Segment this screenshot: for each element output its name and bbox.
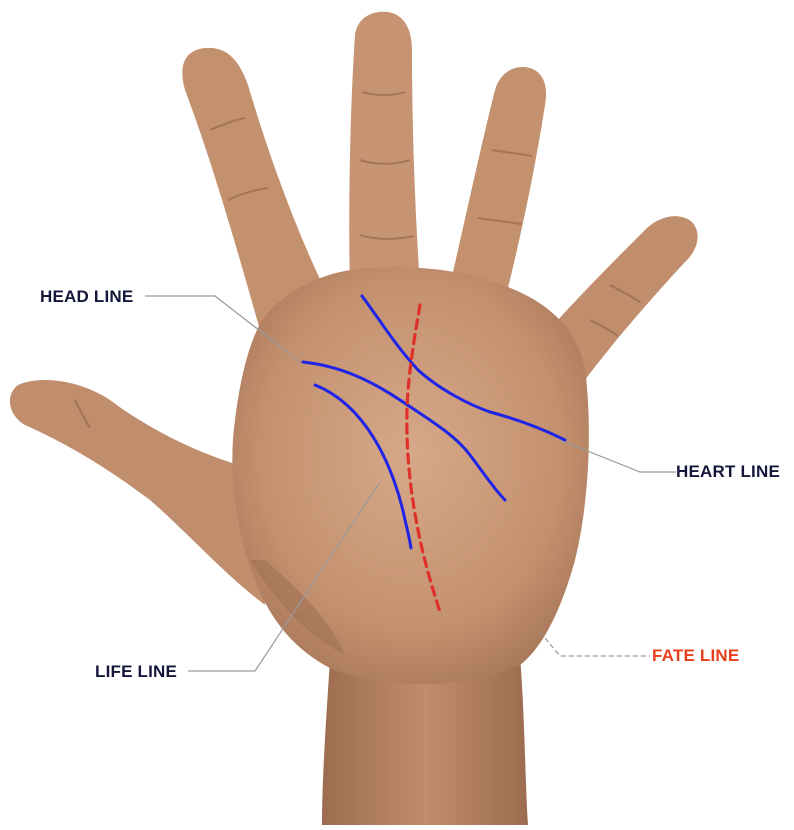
ring-finger-shape xyxy=(450,67,546,300)
life-line-label: LIFE LINE xyxy=(95,662,177,682)
middle-finger-shape xyxy=(349,12,420,290)
heart-line-label: HEART LINE xyxy=(676,462,780,482)
fate-line-label: FATE LINE xyxy=(652,646,739,666)
thumb-shape xyxy=(10,380,265,605)
fate-line-leader xyxy=(540,632,650,656)
hand-icon xyxy=(10,12,698,825)
head-line-label: HEAD LINE xyxy=(40,287,133,307)
